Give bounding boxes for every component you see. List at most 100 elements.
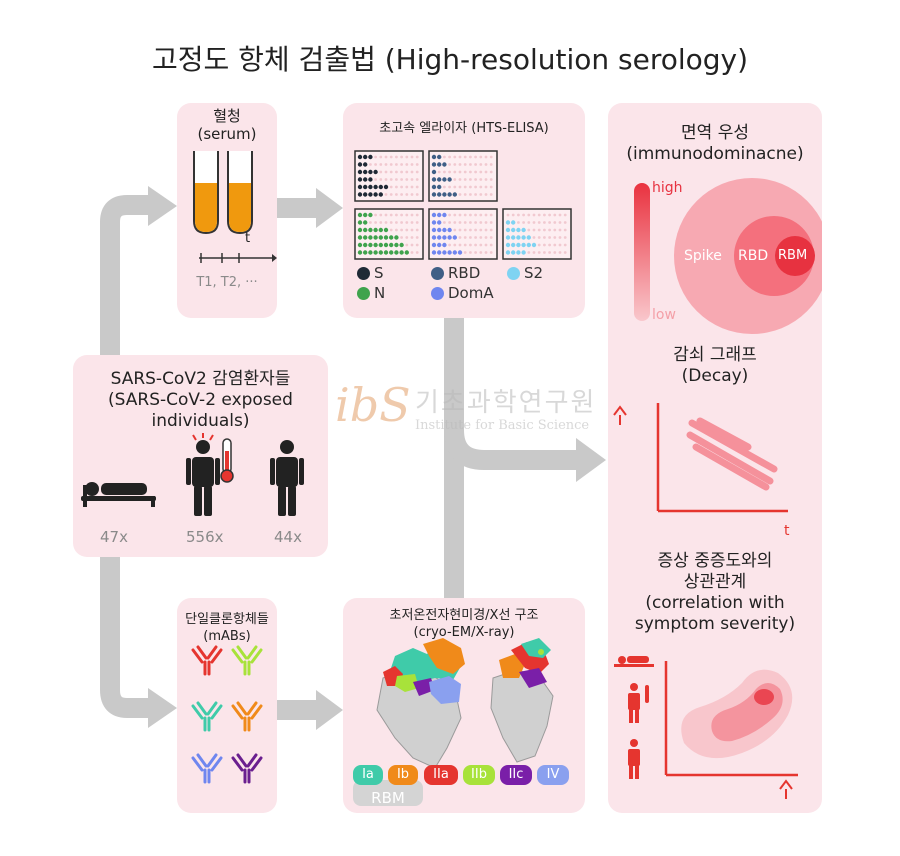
elisa-well	[563, 236, 567, 239]
elisa-well	[479, 178, 483, 181]
elisa-well	[378, 250, 383, 255]
elisa-well	[474, 228, 477, 232]
elisa-well	[516, 242, 521, 248]
elisa-well	[395, 178, 398, 181]
elisa-well	[489, 236, 493, 239]
elisa-well	[363, 154, 368, 160]
elisa-well	[400, 193, 403, 196]
elisa-well	[389, 155, 393, 159]
elisa-well	[469, 243, 472, 247]
elisa-well	[399, 250, 404, 255]
elisa-well	[479, 193, 483, 196]
elisa-well	[489, 193, 493, 196]
elisa-well	[379, 155, 383, 159]
elisa-well	[474, 178, 477, 181]
elisa-well	[368, 192, 373, 197]
elisa-well	[389, 221, 393, 224]
elisa-well	[448, 221, 451, 224]
elisa-well	[521, 242, 526, 248]
elisa-well	[395, 193, 398, 196]
patients-title-en-1: (SARS-CoV-2 exposed	[108, 390, 293, 410]
elisa-well	[463, 228, 467, 232]
elisa-well	[368, 235, 373, 240]
elisa-plate	[502, 208, 572, 260]
elisa-well	[489, 163, 493, 166]
legend-s: S	[357, 264, 384, 282]
elisa-well	[431, 227, 437, 233]
elisa-well	[374, 178, 377, 181]
elisa-well	[357, 177, 363, 182]
elisa-well	[383, 250, 389, 255]
elisa-well	[442, 212, 447, 218]
elisa-well	[410, 251, 414, 254]
elisa-well	[357, 212, 363, 218]
elisa-well	[389, 163, 393, 166]
elisa-well	[458, 228, 462, 232]
rbm-group-label: RBM	[371, 789, 405, 807]
elisa-well	[383, 242, 389, 248]
elisa-well	[511, 242, 516, 248]
elisa-well	[437, 235, 442, 240]
elisa-well	[369, 221, 372, 224]
elisa-well	[489, 155, 493, 159]
elisa-well	[442, 250, 447, 255]
elisa-well	[410, 178, 414, 181]
elisa-well	[521, 235, 526, 240]
elisa-well	[405, 213, 409, 217]
elisa-well	[363, 192, 368, 197]
elisa-well	[410, 236, 414, 239]
elisa-well	[363, 242, 368, 248]
elisa-well	[453, 213, 457, 217]
ibs-korean-name: 기초과학연구원	[415, 388, 597, 418]
elisa-well	[489, 170, 493, 174]
ibs-logo: ibS	[335, 378, 411, 432]
elisa-well	[463, 221, 467, 224]
elisa-well	[410, 213, 414, 217]
elisa-well	[553, 228, 557, 232]
elisa-well	[489, 178, 493, 181]
elisa-well	[357, 235, 363, 240]
elisa-plates	[354, 150, 572, 260]
elisa-well	[548, 251, 551, 254]
elisa-well	[484, 228, 488, 232]
elisa-well	[453, 228, 457, 232]
elisa-well	[369, 163, 372, 166]
elisa-well	[453, 185, 457, 189]
legend-s2-label: S2	[524, 264, 544, 282]
elisa-well	[474, 163, 477, 166]
elisa-well	[405, 193, 409, 196]
elisa-well	[489, 185, 493, 189]
elisa-well	[553, 251, 557, 254]
legend-rbd-label: RBD	[448, 264, 481, 282]
elisa-well	[489, 243, 493, 247]
legend-n-label: N	[374, 284, 386, 302]
elisa-well	[389, 228, 393, 232]
elisa-well	[447, 235, 452, 240]
dominance-high-label: high	[652, 180, 683, 196]
elisa-well	[373, 192, 378, 197]
elisa-well	[405, 185, 409, 189]
elisa-well	[474, 193, 477, 196]
thermometer-icon	[220, 438, 234, 483]
elisa-well	[543, 213, 546, 217]
elisa-well	[404, 250, 409, 255]
elisa-well	[521, 250, 526, 255]
elisa-well	[537, 221, 541, 224]
elisa-well	[378, 242, 383, 248]
elisa-well	[458, 236, 462, 239]
serum-panel: 혈청 (serum) t T1, T2, ···	[177, 103, 277, 318]
elisa-well	[431, 242, 437, 248]
elisa-well	[458, 213, 462, 217]
serum-tubes	[193, 151, 277, 263]
elisa-well	[368, 184, 373, 190]
elisa-well	[389, 213, 393, 217]
elisa-well	[463, 193, 467, 196]
elisa-well	[384, 178, 388, 181]
elisa-well	[437, 227, 442, 233]
elisa-well	[563, 213, 567, 217]
elisa-well	[357, 184, 363, 190]
spike-label: Spike	[684, 248, 722, 264]
elisa-well	[479, 213, 483, 217]
elisa-well	[374, 163, 377, 166]
